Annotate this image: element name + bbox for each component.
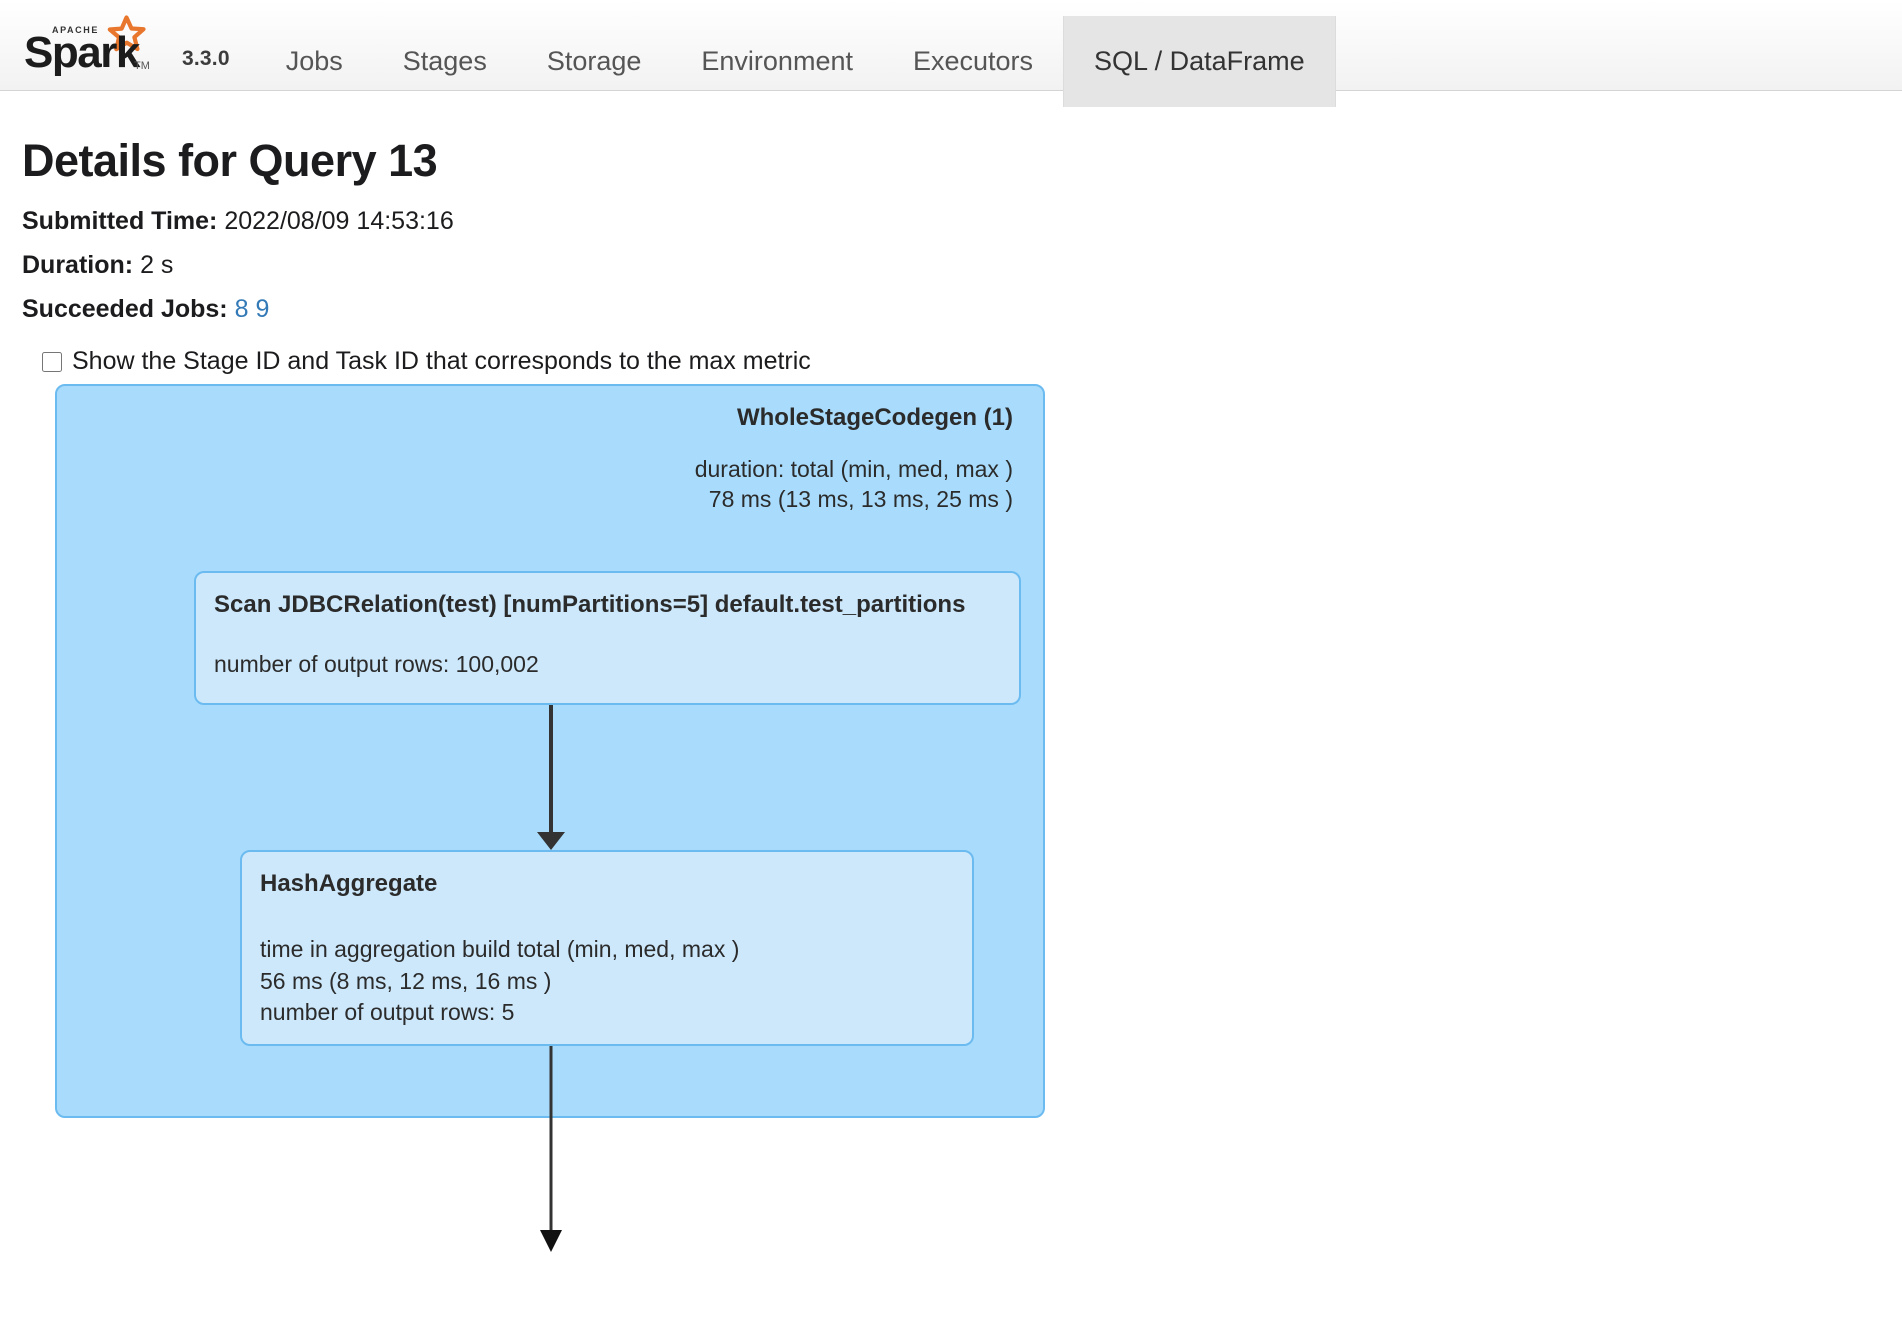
query-plan-graph: WholeStageCodegen (1) duration: total (m…: [0, 384, 1902, 1254]
succeeded-job-link-9[interactable]: 9: [255, 295, 270, 323]
submitted-time-value: 2022/08/09 14:53:16: [224, 207, 454, 235]
succeeded-jobs-label: Succeeded Jobs:: [22, 295, 228, 323]
tab-executors[interactable]: Executors: [912, 46, 1034, 76]
tab-jobs[interactable]: Jobs: [285, 46, 343, 76]
svg-text:TM: TM: [134, 60, 150, 72]
cluster-metric-line: 78 ms (13 ms, 13 ms, 25 ms ): [708, 485, 1013, 512]
cluster-metrics: duration: total (min, med, max ) 78 ms (…: [413, 455, 1013, 514]
plan-node-metrics: number of output rows: 100,002: [214, 649, 1001, 681]
plan-node-metric-line: time in aggregation build total (min, me…: [260, 936, 740, 963]
spark-brand-link[interactable]: APACHE Spark TM 3.3.0: [0, 0, 230, 91]
duration-value: 2 s: [140, 251, 174, 279]
duration-row: Duration: 2 s: [22, 253, 1902, 278]
submitted-time-label: Submitted Time:: [22, 207, 218, 235]
show-stage-task-id-row: Show the Stage ID and Task ID that corre…: [22, 347, 1902, 376]
plan-cluster-wholestagecodegen[interactable]: WholeStageCodegen (1) duration: total (m…: [55, 384, 1045, 1118]
succeeded-jobs-row: Succeeded Jobs: 8 9: [22, 297, 1902, 322]
plan-node-scan-jdbcrelation[interactable]: Scan JDBCRelation(test) [numPartitions=5…: [194, 571, 1021, 705]
plan-node-metric-line: number of output rows: 100,002: [214, 651, 539, 678]
duration-label: Duration:: [22, 251, 134, 279]
submitted-time-row: Submitted Time: 2022/08/09 14:53:16: [22, 209, 1902, 234]
tab-storage[interactable]: Storage: [546, 46, 642, 76]
tab-sql-dataframe[interactable]: SQL / DataFrame: [1063, 16, 1336, 107]
cluster-label: WholeStageCodegen (1) duration: total (m…: [413, 402, 1013, 514]
apache-spark-logo-icon: APACHE Spark TM: [22, 15, 172, 77]
plan-node-title: Scan JDBCRelation(test) [numPartitions=5…: [214, 591, 966, 618]
plan-node-metrics: time in aggregation build total (min, me…: [260, 934, 954, 1029]
succeeded-job-link-8[interactable]: 8: [234, 295, 249, 323]
page-title: Details for Query 13: [22, 135, 438, 186]
svg-text:Spark: Spark: [24, 28, 141, 77]
tab-environment[interactable]: Environment: [701, 46, 853, 76]
query-summary: Submitted Time: 2022/08/09 14:53:16 Dura…: [22, 209, 1902, 322]
plan-node-metric-line: number of output rows: 5: [260, 999, 515, 1026]
top-navbar: APACHE Spark TM 3.3.0 Jobs Stages Storag…: [0, 0, 1902, 107]
plan-node-title: HashAggregate: [260, 870, 438, 897]
show-stage-task-id-checkbox[interactable]: [42, 351, 62, 372]
spark-version-label: 3.3.0: [182, 47, 230, 70]
svg-text:APACHE: APACHE: [52, 25, 99, 35]
plan-node-hashaggregate[interactable]: HashAggregate time in aggregation build …: [240, 850, 974, 1046]
cluster-title: WholeStageCodegen (1): [736, 404, 1013, 431]
page-content: Details for Query 13 Submitted Time: 202…: [0, 135, 1902, 376]
show-stage-task-id-label: Show the Stage ID and Task ID that corre…: [72, 347, 811, 375]
cluster-metric-line: duration: total (min, med, max ): [694, 456, 1013, 483]
plan-node-metric-line: 56 ms (8 ms, 12 ms, 16 ms ): [260, 967, 552, 994]
main-nav-tabs: Jobs Stages Storage Environment Executor…: [256, 16, 1336, 107]
tab-stages[interactable]: Stages: [402, 46, 487, 76]
